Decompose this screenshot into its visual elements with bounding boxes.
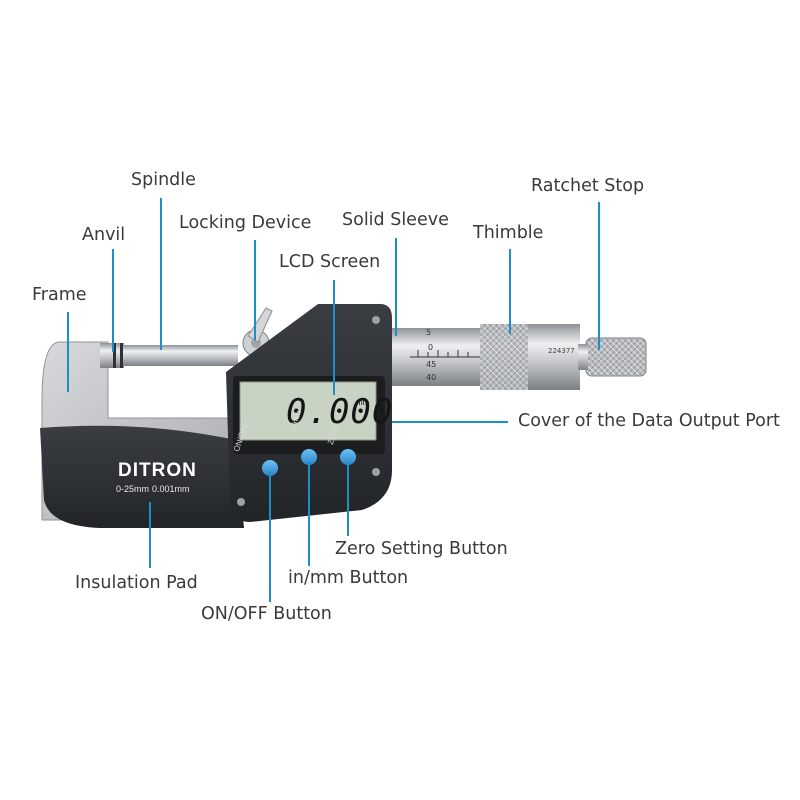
leader-insulation-pad bbox=[149, 502, 151, 568]
leader-frame bbox=[67, 312, 69, 392]
on-off-button-shape bbox=[262, 460, 278, 476]
ratchet-stop bbox=[585, 337, 647, 377]
insulation-pad bbox=[40, 425, 244, 528]
leader-anvil bbox=[112, 249, 114, 352]
label-insulation-pad: Insulation Pad bbox=[75, 573, 198, 593]
label-anvil: Anvil bbox=[82, 225, 126, 245]
spec-resolution: 0.001mm bbox=[152, 484, 190, 494]
leader-thimble bbox=[509, 249, 511, 334]
leader-solid-sleeve bbox=[395, 238, 397, 336]
brand-logo: DITRON bbox=[118, 460, 197, 481]
sleeve-scale-0: 0 bbox=[428, 343, 434, 352]
spec-range: 0-25mm bbox=[116, 484, 150, 494]
leader-on-off bbox=[269, 472, 271, 602]
label-spindle: Spindle bbox=[131, 170, 196, 190]
label-locking-device: Locking Device bbox=[179, 213, 312, 233]
label-on-off-button: ON/OFF Button bbox=[201, 604, 332, 624]
label-thimble: Thimble bbox=[473, 223, 544, 243]
sleeve-scale-40: 40 bbox=[426, 373, 437, 382]
lcd-reading: 0.000 bbox=[286, 392, 394, 432]
leader-locking-device bbox=[254, 240, 256, 340]
leader-zero bbox=[347, 462, 349, 536]
sleeve-scale-45: 45 bbox=[426, 360, 437, 369]
label-frame: Frame bbox=[32, 285, 87, 305]
leader-in-mm bbox=[308, 462, 310, 566]
in-mm-button-shape bbox=[301, 449, 317, 465]
label-data-output-port: Cover of the Data Output Port bbox=[518, 411, 780, 431]
zero-button-shape bbox=[340, 449, 356, 465]
thimble-serial: 224377 bbox=[548, 347, 575, 355]
spindle bbox=[120, 345, 238, 366]
label-lcd-screen: LCD Screen bbox=[279, 252, 381, 272]
label-ratchet-stop: Ratchet Stop bbox=[531, 176, 645, 196]
sleeve-scale-5: 5 bbox=[426, 328, 432, 337]
lcd-screen bbox=[239, 381, 377, 441]
label-in-mm-button: in/mm Button bbox=[288, 568, 409, 588]
leader-spindle bbox=[160, 198, 162, 350]
leader-ratchet-stop bbox=[598, 202, 600, 350]
leader-data-output-port bbox=[392, 421, 508, 423]
lcd-unit: mm bbox=[356, 398, 370, 407]
label-zero-setting-button: Zero Setting Button bbox=[335, 539, 508, 559]
leader-lcd-screen bbox=[333, 280, 335, 395]
label-solid-sleeve: Solid Sleeve bbox=[342, 210, 449, 230]
